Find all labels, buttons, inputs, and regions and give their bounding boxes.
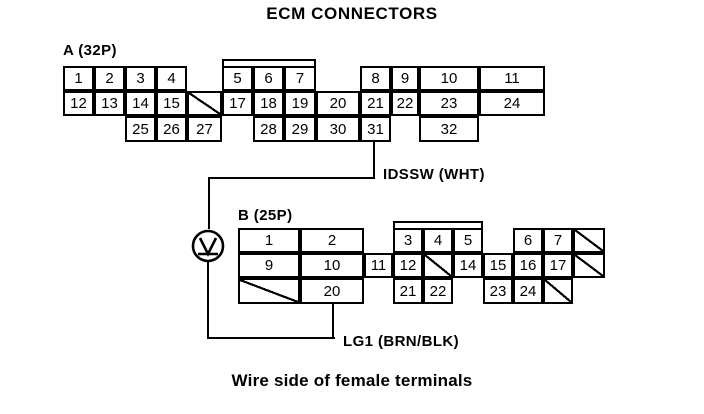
wire-lg1-seg-horizontal [207,337,335,340]
pin-b-15: 15 [483,253,513,278]
pin-b-6: 6 [513,228,543,253]
connector-b-label: B (25P) [238,207,293,224]
pin-a-12: 12 [63,91,94,116]
pin-a-28: 28 [253,116,284,142]
pin-a-14: 14 [125,91,156,116]
pin-a-16-blank [187,91,222,116]
pin-b-20: 20 [300,278,364,304]
wire-lg1-seg-vertical [332,304,335,339]
pin-a-17: 17 [222,91,253,116]
pin-a-32: 32 [419,116,479,142]
pin-b-3: 3 [393,228,423,253]
pin-b-21: 21 [393,278,423,304]
pin-a-8: 8 [360,66,391,91]
pin-a-5: 5 [222,66,253,91]
pin-a-3: 3 [125,66,156,91]
pin-a-25: 25 [125,116,156,142]
pin-b-23: 23 [483,278,513,304]
figure-caption: Wire side of female terminals [231,371,473,390]
pin-b-5: 5 [453,228,483,253]
pin-b-4: 4 [423,228,453,253]
pin-b-9: 9 [238,253,300,278]
pin-a-29: 29 [284,116,316,142]
pin-a-21: 21 [360,91,391,116]
pin-a-24: 24 [479,91,545,116]
pin-b-12: 12 [393,253,423,278]
pin-a-2: 2 [94,66,125,91]
pin-a-26: 26 [156,116,187,142]
pin-a-9: 9 [391,66,419,91]
pin-b-10: 10 [300,253,364,278]
pin-a-15: 15 [156,91,187,116]
connector-b-lip-3-5 [393,221,483,230]
pin-a-22: 22 [391,91,419,116]
pin-b-18-blank [573,253,605,278]
pin-a-13: 13 [94,91,125,116]
pin-a-11: 11 [479,66,545,91]
pin-b-14: 14 [453,253,483,278]
pin-a-10: 10 [419,66,479,91]
pin-a-27: 27 [187,116,222,142]
page-title: ECM CONNECTORS [266,4,438,23]
wire-idssw-seg-vertical-2 [208,177,211,229]
pin-b-8-blank [573,228,605,253]
pin-b-17: 17 [543,253,573,278]
pin-b-25-blank [543,278,573,304]
pin-a-18: 18 [253,91,284,116]
pin-b-2: 2 [300,228,364,253]
pin-b-22: 22 [423,278,453,304]
pin-b-1: 1 [238,228,300,253]
wire-idssw-label: IDSSW (WHT) [383,166,485,183]
wire-lg1-label: LG1 (BRN/BLK) [343,333,460,350]
pin-a-7: 7 [284,66,316,91]
pin-a-20: 20 [316,91,360,116]
pin-a-23: 23 [419,91,479,116]
pin-b-13-blank [423,253,453,278]
pin-b-11: 11 [364,253,393,278]
connector-a-lip-5-7 [222,59,316,68]
wire-idssw-seg-horizontal [208,177,375,180]
pin-b-7: 7 [543,228,573,253]
pin-b-19-blank [238,278,300,304]
pin-a-4: 4 [156,66,187,91]
pin-a-30: 30 [316,116,360,142]
voltmeter-lead-down [207,262,210,339]
connector-a-label: A (32P) [63,42,117,59]
pin-a-19: 19 [284,91,316,116]
voltmeter-symbol [191,229,225,263]
pin-a-1: 1 [63,66,94,91]
pin-b-24: 24 [513,278,543,304]
pin-a-31: 31 [360,116,391,142]
pin-b-16: 16 [513,253,543,278]
pin-a-6: 6 [253,66,284,91]
wire-idssw-seg-vertical-1 [373,142,376,179]
